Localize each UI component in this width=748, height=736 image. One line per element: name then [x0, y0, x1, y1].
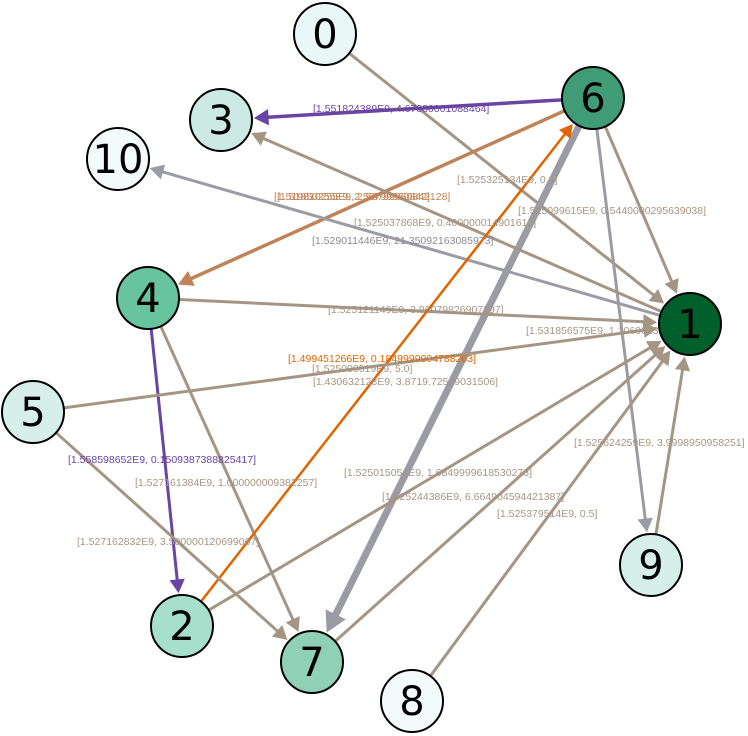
edge-arrowhead-9-1 [674, 356, 691, 372]
edge-label-2-6: [1.499451266E9, 0.1849999904788263] [288, 353, 476, 365]
edge-labels-layer: [1.525325134E9, 0.4] [1.551824389E9, 4.67… [68, 103, 745, 548]
node-circle-6 [561, 66, 625, 130]
node-circle-10 [86, 127, 150, 191]
node-circle-8 [380, 669, 444, 733]
edge-label-7-1: [1.525244386E9, 6.664904594421387] [382, 491, 564, 503]
edge-2-1 [207, 346, 652, 612]
edge-arrowhead-2-1 [645, 340, 662, 355]
edge-arrowhead-1-10 [149, 164, 166, 180]
edge-label-4-1: [1.525121149E9, 3.96079826907297] [328, 304, 504, 316]
edge-arrowhead-5-1 [642, 322, 658, 338]
edge-7-1 [334, 353, 657, 643]
node-label-5: 5 [20, 390, 45, 436]
edge-0-1 [348, 52, 656, 297]
edge-label-1-1: [1.531856575E9, 1.1060023011208] [526, 325, 696, 337]
edge-arrowhead-7-1 [649, 345, 666, 361]
node-label-4: 4 [135, 276, 160, 322]
edge-5-1 [63, 328, 645, 410]
node-circle-7 [280, 630, 344, 694]
node-7: 7 [280, 630, 344, 694]
edge-6-7 [332, 124, 583, 617]
edge-arrowhead-8-1 [656, 350, 671, 367]
edge-4-7 [159, 325, 295, 621]
node-label-2: 2 [169, 604, 194, 650]
node-1: 1 [658, 292, 722, 356]
edge-2-6 [200, 132, 567, 603]
edge-4-1 [178, 297, 645, 324]
node-label-1: 1 [677, 302, 702, 348]
edge-label-1-3: [1.525037868E9, 0.400000014901612] [354, 217, 536, 229]
edge-label-5-7: [1.527162832E9, 3.500000120699067] [77, 536, 259, 548]
node-circle-3 [189, 88, 253, 152]
node-9: 9 [619, 533, 683, 597]
edge-6-4 [189, 109, 566, 281]
edge-label-5-1: [1.525000519E9, 5.0] [312, 363, 413, 375]
edge-label-1-10: [1.529011446E9, 21.35092163085973] [312, 235, 493, 247]
edge-label-6-3: [1.551824389E9, 4.67080001088464] [313, 103, 489, 115]
edge-label-6-1: [1.525099615E9, 0.5440000295639038] [518, 205, 706, 217]
edge-arrowhead-6-4 [178, 271, 195, 286]
node-5: 5 [1, 380, 65, 444]
node-label-6: 6 [580, 76, 605, 122]
node-2: 2 [150, 594, 214, 658]
node-3: 3 [189, 88, 253, 152]
node-label-9: 9 [638, 543, 663, 589]
edge-arrowhead-4-2 [169, 578, 185, 594]
node-label-0: 0 [312, 12, 337, 58]
edge-6-9 [595, 128, 647, 520]
edge-label-8-1: [1.525379514E9, 0.5] [497, 508, 598, 520]
node-circle-9 [619, 533, 683, 597]
edge-label-overlay: [1.519810255E9, 2.56799960842128] [274, 191, 450, 203]
edge-arrowhead-0-1 [648, 288, 665, 304]
node-6: 6 [561, 66, 625, 130]
edge-arrowhead-6-1 [664, 277, 679, 294]
edge-arrowhead-6-9 [637, 517, 653, 533]
node-circle-2 [150, 594, 214, 658]
node-10: 10 [86, 127, 150, 191]
edge-label-1-5: [1.430632128E9, 3.8719.72539031506] [313, 376, 498, 388]
edge-label-2-1: [1.525015051E9, 1.6849999618530273] [344, 467, 532, 479]
edge-9-1 [654, 368, 685, 535]
node-circle-4 [116, 266, 180, 330]
edge-arrowhead-5-7 [272, 625, 288, 640]
edge-5-7 [55, 431, 279, 633]
edge-label-9-1: [1.525624259E9, 3.9998950958251] [574, 437, 745, 449]
edge-arrowhead-4-7 [285, 616, 300, 632]
node-0: 0 [293, 2, 357, 66]
edges-layer [55, 52, 691, 677]
edge-label-0-1: [1.525325134E9, 0.4] [457, 174, 558, 186]
node-circle-0 [293, 2, 357, 66]
node-8: 8 [380, 669, 444, 733]
edge-6-1 [603, 125, 674, 283]
node-4: 4 [116, 266, 180, 330]
edge-6-3 [267, 98, 563, 119]
edge-arrowhead-6-3 [253, 109, 269, 126]
edge-8-1 [429, 359, 665, 677]
edge-label-4-7: [1.527161384E9, 1.000000009382257] [135, 477, 317, 489]
edge-1-10 [161, 170, 661, 317]
node-label-8: 8 [399, 679, 424, 725]
edge-arrowhead-1-3 [251, 131, 267, 146]
edge-label-6-4: [1.51850255E9, 2.56799960842] [277, 191, 430, 203]
node-label-10: 10 [93, 137, 144, 183]
edge-arrowhead-6-7 [325, 609, 346, 633]
node-label-3: 3 [208, 98, 233, 144]
edge-label-4-2: [1.558598652E9, 0.1509387388825417] [68, 454, 256, 466]
node-circle-5 [1, 380, 65, 444]
edge-arrowhead-2-6 [559, 124, 573, 139]
node-circle-1 [658, 292, 722, 356]
nodes-layer: 0 1 2 3 4 5 6 7 8 9 10 [1, 2, 722, 733]
node-label-7: 7 [299, 640, 324, 686]
edge-1-3 [262, 136, 663, 314]
